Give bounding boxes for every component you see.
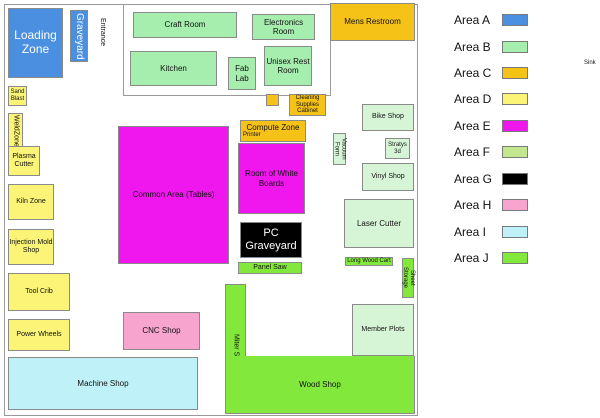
legend-swatch: [502, 14, 528, 26]
legend-label: Area E: [454, 119, 491, 133]
legend-item-area-f: Area F: [454, 145, 528, 159]
legend-swatch: [502, 93, 528, 105]
laser-cutter: Laser Cutter: [344, 199, 414, 248]
legend-swatch: [502, 226, 528, 238]
legend-label: Area A: [454, 13, 491, 27]
legend-item-area-a: Area A: [454, 13, 528, 27]
electronics-room: Electronics Room: [252, 14, 315, 40]
cnc-shop: CNC Shop: [123, 312, 200, 350]
legend-swatch: [502, 67, 528, 79]
legend-label: Area J: [454, 251, 489, 265]
legend-item-area-d: Area D: [454, 92, 528, 106]
legend-label: Area C: [454, 66, 492, 80]
vinyl-shop: Vinyl Shop: [362, 163, 414, 191]
injection-mold-shop: Injection Mold Shop: [8, 229, 54, 265]
panel-saw: Panel Saw: [238, 262, 302, 274]
legend-item-area-i: Area I: [454, 225, 528, 239]
mens-restroom: Mens Restroom: [330, 3, 415, 41]
legend-item-area-c: Area C: [454, 66, 528, 80]
legend-item-area-g: Area G: [454, 172, 528, 186]
legend-swatch: [502, 41, 528, 53]
weldzone: WeldZone: [8, 113, 23, 148]
legend-label: Area B: [454, 40, 491, 54]
graveyard: Graveyard: [70, 10, 88, 62]
pc-graveyard: PC Graveyard: [240, 222, 302, 258]
plasma-cutter: Plasma Cutter: [8, 146, 40, 176]
long-wood-cart: Long Wood Cart: [345, 257, 393, 266]
legend-label: Area I: [454, 225, 487, 239]
legend-item-area-e: Area E: [454, 119, 528, 133]
legend-swatch: [502, 199, 528, 211]
tool-crib: Tool Crib: [8, 273, 70, 311]
sink-label: Sink: [584, 60, 596, 66]
sheet-storage: Sheet Storage: [402, 258, 415, 298]
machine-shop: Machine Shop: [8, 357, 198, 410]
common-area: Common Area (Tables): [118, 126, 229, 264]
member-plots: Member Plots: [352, 304, 414, 356]
legend-swatch: [502, 252, 528, 264]
stratys-3d: Stratys 3d: [385, 138, 410, 159]
power-wheels: Power Wheels: [8, 319, 70, 351]
kitchen: Kitchen: [130, 51, 217, 86]
legend-item-area-j: Area J: [454, 251, 528, 265]
legend-label: Area F: [454, 145, 491, 159]
legend-item-area-b: Area B: [454, 40, 528, 54]
craft-room: Craft Room: [133, 12, 237, 38]
sand-blast: Sand Blast: [8, 86, 27, 106]
upper-wing-outline: [123, 4, 331, 96]
legend-item-area-h: Area H: [454, 198, 528, 212]
legend-label: Area H: [454, 198, 492, 212]
vacuum-form: Vacuum Form: [333, 133, 346, 165]
kiln-zone: Kiln Zone: [8, 184, 54, 220]
cleaning-supplies-cabinet: Cleaning Supplies Cabinet: [289, 94, 326, 116]
legend-label: Area D: [454, 92, 492, 106]
unisex-restroom: Unisex Rest Room: [264, 46, 312, 86]
bike-shop: Bike Shop: [362, 104, 414, 131]
fab-lab: Fab Lab: [228, 57, 256, 90]
legend-swatch: [502, 120, 528, 132]
entrance-label: Entrance: [99, 18, 106, 47]
legend-swatch: [502, 173, 528, 185]
legend-label: Area G: [454, 172, 493, 186]
compute-zone: Compute Zone Printer: [240, 120, 306, 142]
wood-shop: Wood Shop: [225, 356, 415, 414]
loading-zone: Loading Zone: [8, 8, 63, 78]
small-cabinet: [266, 94, 279, 106]
room-of-white-boards: Room of White Boards: [238, 143, 305, 214]
legend-swatch: [502, 146, 528, 158]
